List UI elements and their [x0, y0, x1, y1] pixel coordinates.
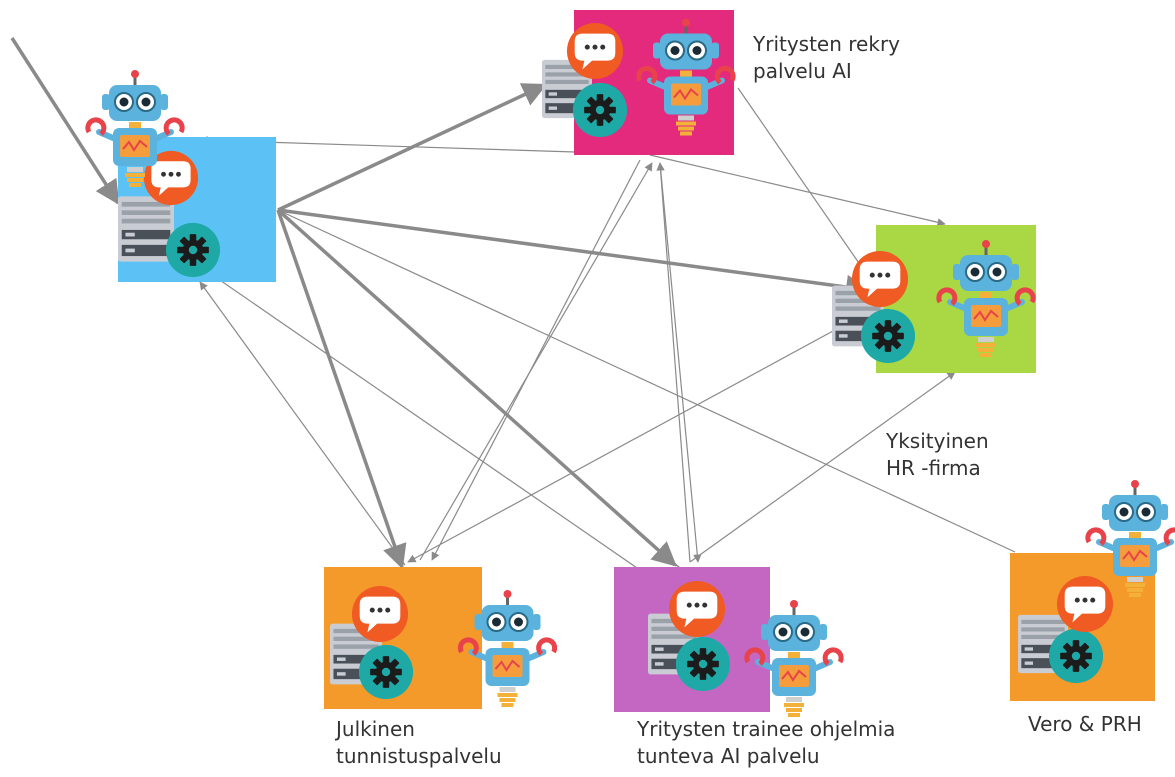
- label-julkinen: Julkinen tunnistuspalvelu: [336, 717, 502, 768]
- edge-origin-rekry: [277, 83, 548, 212]
- label-trainee: Yritysten trainee ohjelmia tunteva AI pa…: [637, 717, 896, 768]
- edge-rekry-trainee: [659, 162, 702, 563]
- edge-trainee-rekry: [656, 162, 691, 563]
- node-hr: [832, 225, 1036, 373]
- node-vero: [1010, 480, 1175, 701]
- edge-input: [10, 37, 120, 206]
- gear-icon: [1048, 628, 1104, 684]
- label-hr: Yksityinen HR -firma: [886, 429, 989, 480]
- gear-icon: [860, 308, 916, 364]
- edge-julkinen-origin: [199, 281, 406, 566]
- node-origin: [88, 70, 276, 282]
- chat-icon: [1056, 575, 1114, 633]
- edge-rekry-hr-2: [737, 87, 873, 283]
- label-rekry: Yritysten rekry palvelu AI: [753, 32, 901, 83]
- server-icon: [118, 196, 174, 262]
- edge-rekry-hr: [649, 154, 946, 227]
- edge-hr-julkinen: [407, 311, 869, 563]
- edge-origin-julkinen: [276, 209, 407, 570]
- edge-julkinen-rekry: [419, 162, 653, 561]
- edge-trainee-origin: [213, 275, 641, 571]
- node-rekry: [542, 10, 734, 155]
- gear-icon: [675, 636, 731, 692]
- node-trainee: [614, 567, 841, 717]
- edge-rekry-julkinen: [431, 159, 641, 561]
- gear-icon: [165, 222, 221, 278]
- edges: [10, 37, 1016, 571]
- edge-origin-vero: [277, 209, 1016, 553]
- chat-icon: [668, 580, 726, 638]
- edge-origin-trainee-2: [281, 213, 681, 569]
- node-julkinen: [324, 567, 555, 709]
- chat-icon: [851, 250, 909, 308]
- gear-icon: [572, 82, 628, 138]
- chat-icon: [566, 22, 624, 80]
- edge-trainee-hr: [689, 371, 956, 563]
- edge-origin-hr: [277, 208, 871, 300]
- label-vero: Vero & PRH: [1028, 712, 1142, 736]
- chat-icon: [351, 585, 409, 643]
- gear-icon: [358, 644, 414, 700]
